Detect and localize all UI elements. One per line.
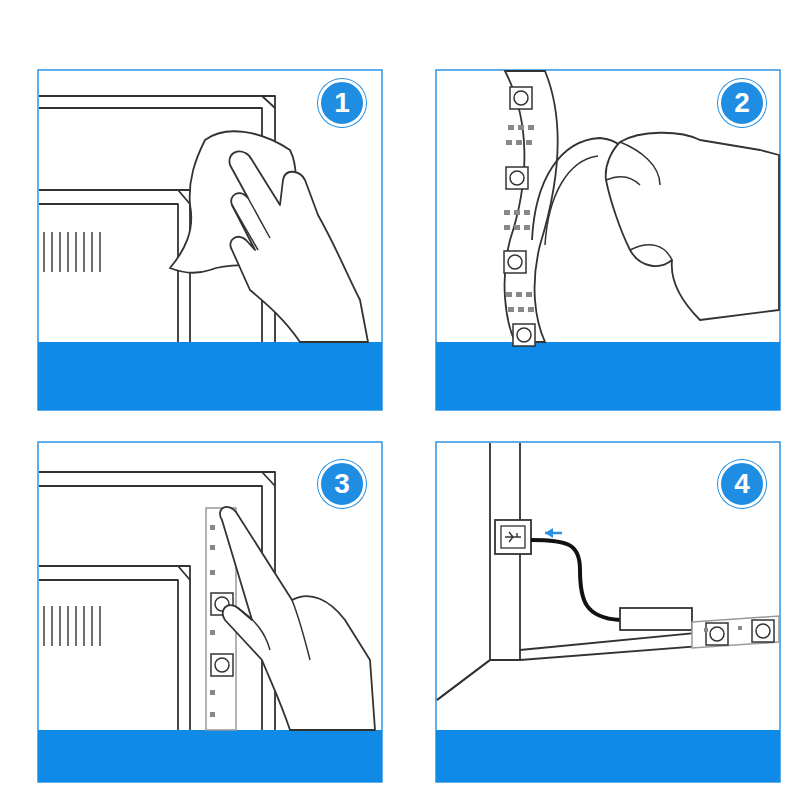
- step-number: 1: [334, 89, 350, 117]
- step-number-circle: 4: [718, 460, 766, 508]
- step-number-circle: 2: [718, 79, 766, 127]
- step-number: 2: [734, 89, 750, 117]
- step-number-circle: 1: [318, 79, 366, 127]
- step-number: 4: [734, 470, 750, 498]
- step-number: 3: [334, 470, 350, 498]
- step-number-circle: 3: [318, 460, 366, 508]
